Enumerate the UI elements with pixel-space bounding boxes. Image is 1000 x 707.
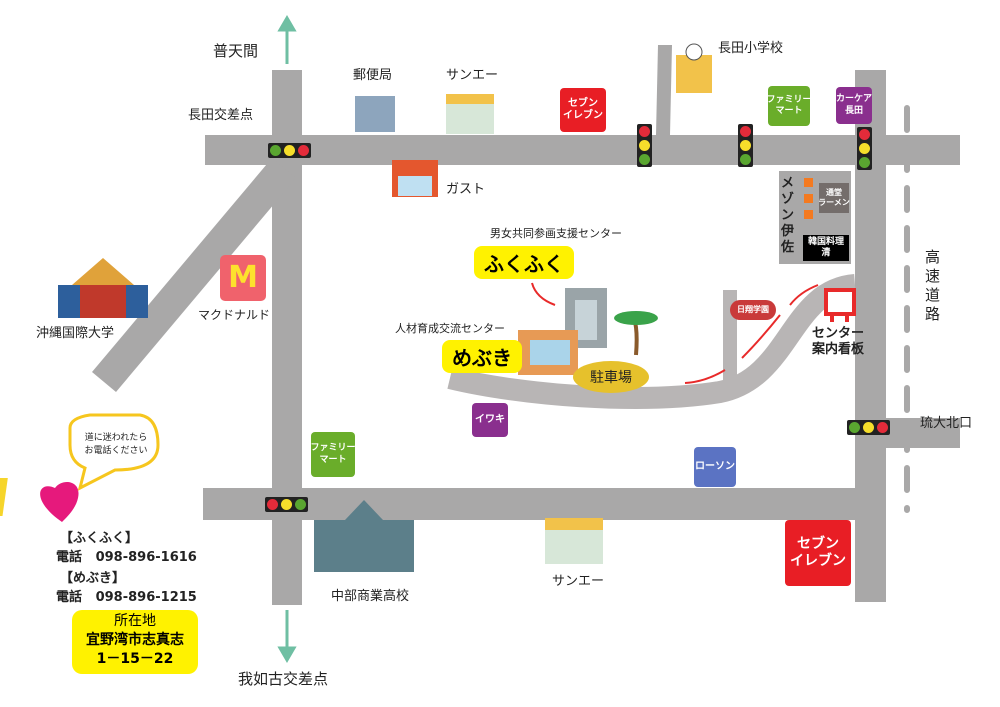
traffic-light <box>637 124 652 167</box>
address-line1: 宜野湾市志真志 <box>86 632 184 648</box>
road-south-horizontal <box>203 488 885 520</box>
traffic-light <box>847 420 890 435</box>
familymart-bottom: ファミリー マート <box>311 432 356 477</box>
road-north-horizontal <box>205 135 960 165</box>
chubu-school-icon <box>314 500 414 572</box>
label-fukufuku-center: 男女共同参画支援センター <box>490 227 622 240</box>
mebuki-tag: めぶき <box>442 340 522 373</box>
label-ryudai-kitaguchi: 琉大北口 <box>920 416 973 431</box>
seven-eleven-top: セブン イレブン <box>560 88 606 132</box>
traffic-light <box>857 127 872 170</box>
palm-tree-icon <box>614 311 658 356</box>
speech-bubble <box>68 413 160 491</box>
carcare-nagata: カーケア 長田 <box>836 87 872 124</box>
label-sanei-top: サンエー <box>446 68 499 83</box>
route-arrow <box>789 284 819 306</box>
help-bubble-text: 道に迷われたら お電話ください <box>84 433 148 456</box>
label-okinawa-univ: 沖縄国際大学 <box>36 326 115 341</box>
lawson: ローソン <box>694 447 736 487</box>
fukufuku-phone[interactable]: 098-896-1616 <box>95 550 197 565</box>
mebuki-contact-label: 【めぶき】 <box>60 571 126 586</box>
nagata-school-icon <box>676 43 712 93</box>
label-futenma: 普天間 <box>213 42 259 60</box>
fukufuku-contact-label: 【ふくふく】 <box>60 531 139 546</box>
label-mcdonalds: マクドナルド <box>198 308 271 322</box>
university-icon <box>58 258 148 318</box>
address-title: 所在地 <box>114 613 156 629</box>
sanei-bottom-icon <box>545 518 603 564</box>
address-line2: 1－15－22 <box>96 651 174 667</box>
label-sanei-bottom: サンエー <box>552 574 605 589</box>
road-school <box>656 45 672 135</box>
label-mebuki-center: 人材育成交流センター <box>395 322 505 335</box>
label-nagata-kousaten: 長田交差点 <box>188 108 254 123</box>
phone-label: 電話 <box>56 550 83 565</box>
label-chubu-school: 中部商業高校 <box>331 589 410 604</box>
mcdonalds-logo: M <box>220 255 266 301</box>
seven-eleven-bottom: セブン イレブン <box>785 520 851 586</box>
traffic-light <box>265 497 308 512</box>
label-center-sign: センター 案内看板 <box>812 326 865 357</box>
sanei-top-icon <box>446 94 494 134</box>
post-office-icon <box>355 96 395 132</box>
label-ginoza-kousaten: 我如古交差点 <box>238 670 329 688</box>
label-nagata-school: 長田小学校 <box>718 41 784 56</box>
label-gusto: ガスト <box>446 182 486 197</box>
road-diagonal <box>92 158 296 392</box>
nissho-gakuen: 日翔学園 <box>730 300 776 320</box>
phone-heart-mascot-icon <box>0 478 79 522</box>
address-box: 所在地 宜野湾市志真志 1－15－22 <box>72 610 198 674</box>
traffic-light <box>268 143 311 158</box>
label-expressway: 高 速 道 路 <box>925 248 941 323</box>
road-ryudai <box>886 418 960 448</box>
label-korean: 韓国料理 清 <box>807 236 844 258</box>
familymart-top: ファミリー マート <box>767 86 812 126</box>
mebuki-phone[interactable]: 098-896-1215 <box>95 590 197 605</box>
gusto-icon <box>392 160 438 197</box>
center-sign-icon <box>824 288 856 322</box>
label-post-office: 郵便局 <box>353 68 393 83</box>
road-access <box>447 274 857 409</box>
label-maison-isa: メゾン伊佐 <box>781 176 795 255</box>
label-ramen: 通堂 ラーメン <box>818 188 850 207</box>
phone-label: 電話 <box>56 590 83 605</box>
fukufuku-tag: ふくふく <box>474 246 574 279</box>
maison-block <box>779 171 851 264</box>
traffic-light <box>738 124 753 167</box>
parking-icon <box>573 361 649 393</box>
mebuki-building-icon <box>518 330 578 375</box>
label-parking: 駐車場 <box>590 370 632 386</box>
iwaki: イワキ <box>472 403 508 437</box>
